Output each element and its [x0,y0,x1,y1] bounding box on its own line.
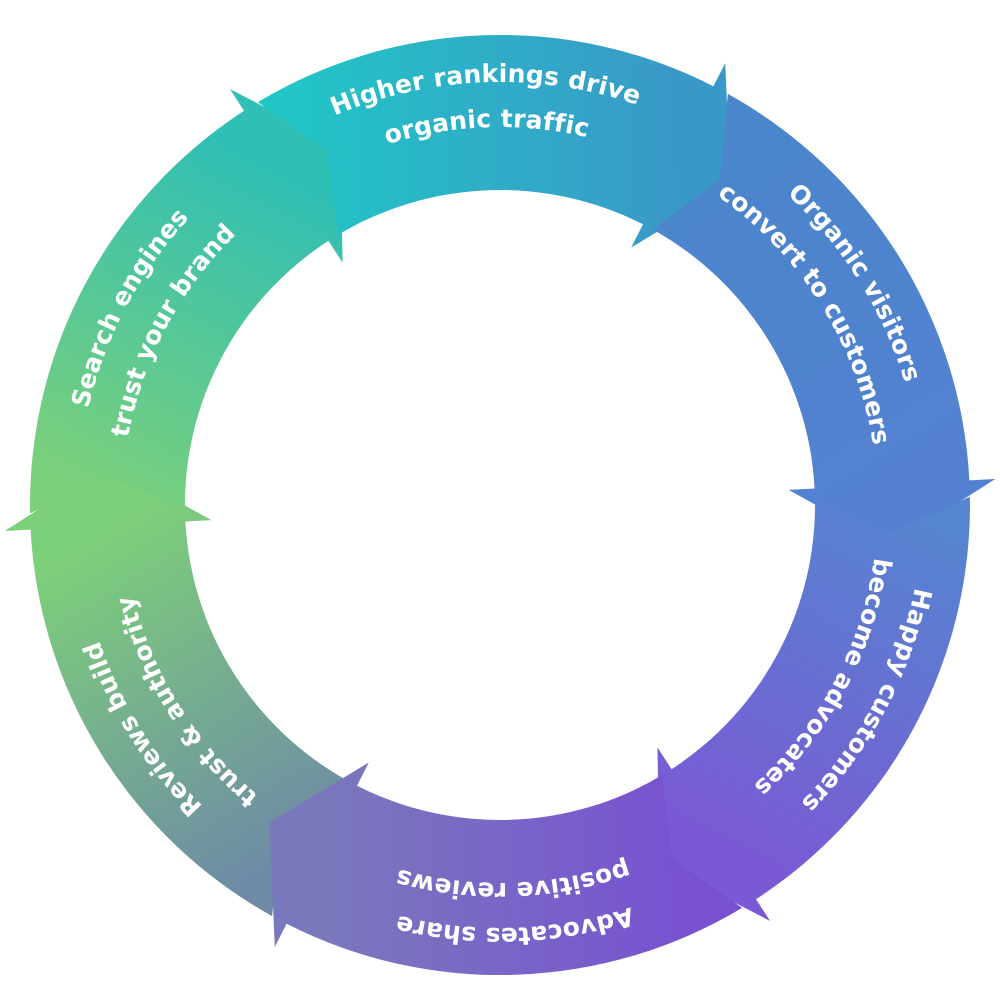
cycle-arrow-1 [4,464,348,917]
cycle-arrow-6 [269,762,743,976]
cycle-arrow-5 [657,496,970,921]
cycle-arrows [4,34,996,976]
cycle-arrow-2 [30,89,343,514]
cycle-arrow-3 [257,34,731,248]
cycle-arrow-4 [652,93,996,547]
